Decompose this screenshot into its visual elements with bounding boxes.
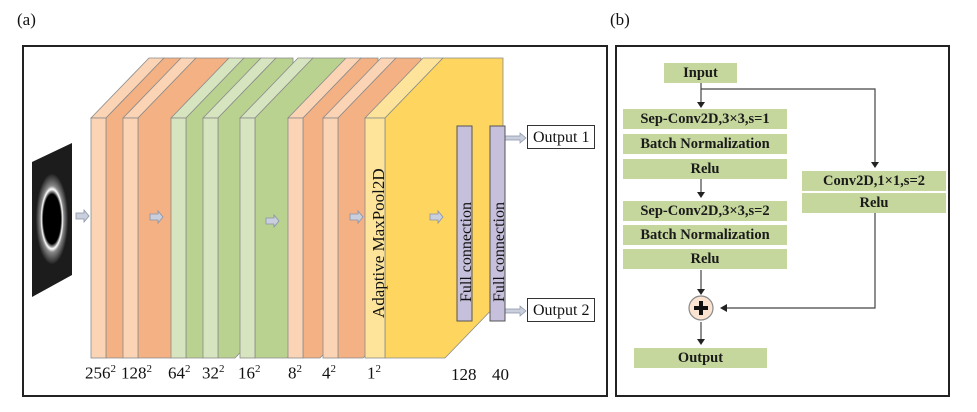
full-connection-layer-1 xyxy=(456,125,473,322)
flow-arrow-icon xyxy=(265,213,280,229)
size-label-conv-64: 642 xyxy=(168,363,191,383)
sep-conv-1-block: Sep-Conv2D,3×3,s=1 xyxy=(623,109,787,129)
flow-arrow-icon xyxy=(349,209,364,225)
output-arrow-icon xyxy=(502,305,527,317)
layer-front-face xyxy=(364,117,386,359)
layer-adaptive-maxpool xyxy=(364,57,504,359)
output-1-box: Output 1 xyxy=(527,125,596,149)
size-label-conv-8: 82 xyxy=(288,363,302,383)
layer-front-face xyxy=(202,117,219,359)
flow-arrow-icon xyxy=(75,208,90,224)
panel-a-label: (a) xyxy=(17,10,36,29)
size-label-adaptive-maxpool: 12 xyxy=(367,363,381,383)
layer-front-face xyxy=(287,117,304,359)
relu-2-block: Relu xyxy=(623,249,787,269)
input-ring-image xyxy=(32,143,72,297)
output-arrow-icon xyxy=(502,132,527,144)
size-label-conv-32: 322 xyxy=(202,363,225,383)
layer-front-face xyxy=(239,117,256,359)
full-connection-layer-2 xyxy=(489,125,506,322)
input-block: Input xyxy=(664,63,737,83)
layer-front-face xyxy=(170,117,187,359)
flow-arrow-icon xyxy=(429,209,444,225)
batch-norm-2-block: Batch Normalization xyxy=(623,225,787,245)
add-operator xyxy=(688,295,714,321)
output-2-box: Output 2 xyxy=(527,298,596,322)
layer-front-face xyxy=(122,117,139,359)
size-label-conv-4: 42 xyxy=(322,363,336,383)
conv1x1-block: Conv2D,1×1,s=2 xyxy=(802,171,946,191)
batch-norm-1-block: Batch Normalization xyxy=(623,134,787,154)
relu-1-block: Relu xyxy=(623,159,787,179)
panel-b-label: (b) xyxy=(610,10,630,29)
shortcut-relu-block: Relu xyxy=(802,193,946,213)
size-label-fc-2: 40 xyxy=(492,365,509,384)
panel-b-frame xyxy=(615,45,950,397)
layer-front-face xyxy=(322,117,339,359)
output-block: Output xyxy=(634,348,767,368)
size-label-conv-256: 2562 xyxy=(85,363,116,383)
layer-front-face xyxy=(90,117,107,359)
size-label-conv-128: 1282 xyxy=(121,363,152,383)
size-label-conv-16: 162 xyxy=(238,363,261,383)
flow-arrow-icon xyxy=(149,209,164,225)
size-label-fc-1: 128 xyxy=(451,365,477,384)
sep-conv-2-block: Sep-Conv2D,3×3,s=2 xyxy=(623,201,787,221)
